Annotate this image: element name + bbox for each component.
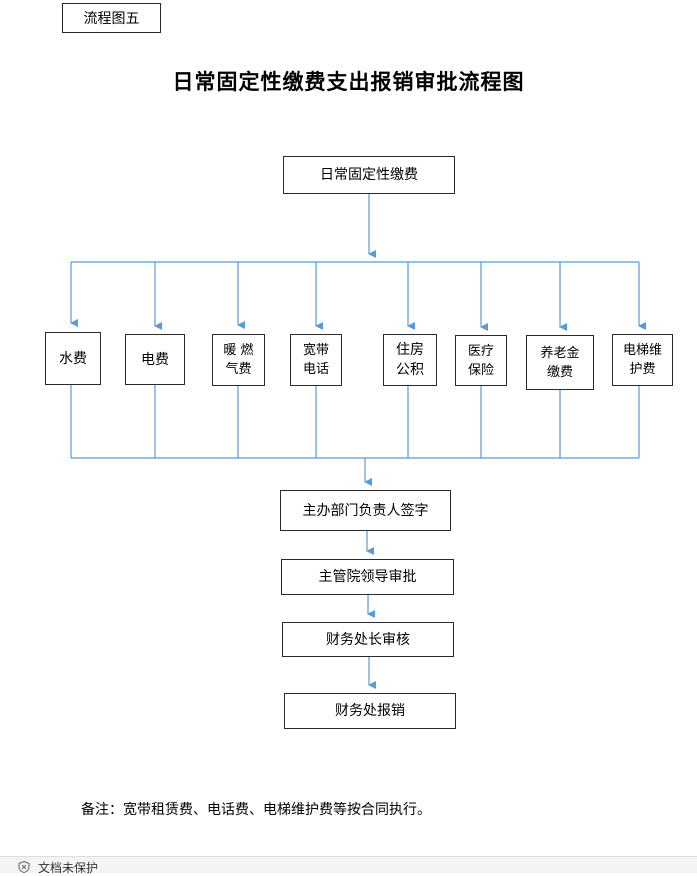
diagram-title: 日常固定性缴费支出报销审批流程图 — [172, 69, 525, 94]
footnote: 备注：宽带租赁费、电话费、电梯维护费等按合同执行。 — [81, 802, 431, 818]
category-node-electricity: 电费 — [125, 334, 185, 385]
step-dept-head-sign: 主办部门负责人签字 — [280, 490, 451, 531]
step-vice-president-approve: 主管院领导审批 — [281, 559, 454, 595]
category-node-water: 水费 — [45, 332, 101, 385]
category-node-broadband-phone: 宽带电话 — [290, 334, 342, 386]
status-bar: 文档未保护 — [0, 856, 697, 875]
step-finance-reimburse: 财务处报销 — [284, 693, 456, 729]
step-finance-director-review: 财务处长审核 — [282, 622, 454, 657]
category-node-medical-insurance: 医疗保险 — [455, 335, 507, 386]
category-node-heating-gas: 暖 燃气费 — [212, 334, 265, 386]
category-node-pension: 养老金缴费 — [526, 335, 594, 390]
category-node-housing-fund: 住房公积 — [383, 334, 437, 386]
protection-status-text[interactable]: 文档未保护 — [38, 861, 99, 875]
category-node-elevator-maintenance: 电梯维护费 — [612, 334, 673, 386]
start-node: 日常固定性缴费 — [283, 156, 455, 194]
figure-tag: 流程图五 — [62, 3, 161, 33]
shield-icon — [18, 861, 30, 873]
